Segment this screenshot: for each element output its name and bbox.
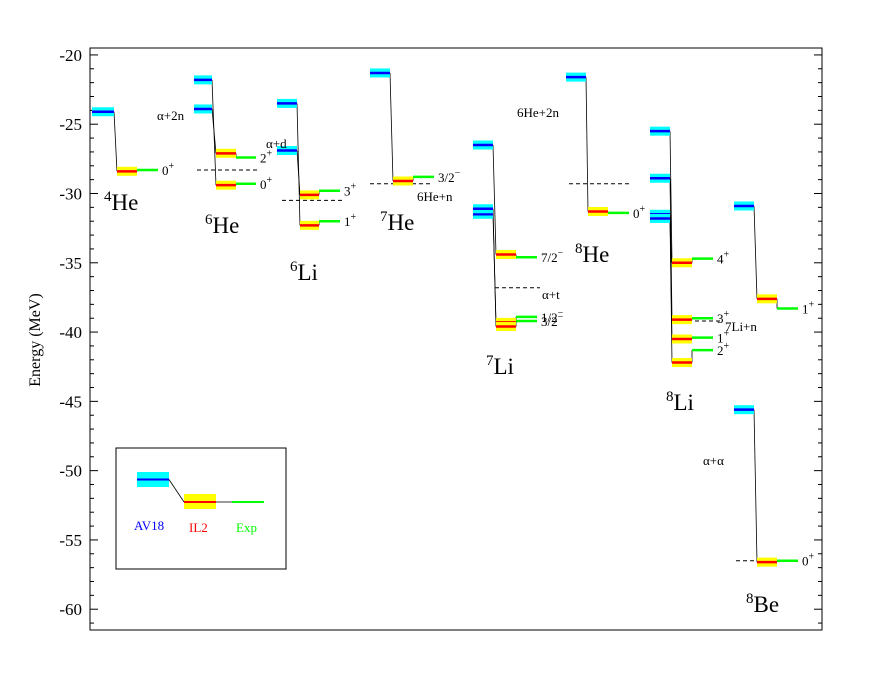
legend-box — [115, 447, 287, 570]
y-tick-label: -20 — [59, 46, 82, 65]
connector-av18-il2 — [492, 208, 497, 327]
y-axis: -20 -25 -30 -35 -40 -45 -50 -55 -60 — [59, 46, 822, 624]
plot-frame — [89, 47, 823, 631]
jp-label: 1+ — [802, 300, 815, 317]
connector-av18-il2 — [113, 111, 118, 172]
nucleus-label: 8Be — [746, 591, 779, 617]
jp-label: 4+ — [717, 250, 730, 267]
threshold-label: 7Li+n — [725, 319, 757, 334]
y-tick-label: -45 — [59, 392, 82, 411]
connector-av18-il2 — [585, 77, 589, 212]
legend-exp-label: Exp — [236, 520, 257, 535]
threshold-label: α+2n — [157, 108, 185, 123]
nucleus-label: 6He — [205, 212, 239, 238]
y-tick-label: -60 — [59, 600, 82, 619]
connector-av18-il2 — [669, 131, 673, 263]
y-tick-label: -55 — [59, 531, 82, 550]
jp-label: 3/2− — [438, 168, 461, 185]
connector-av18-il2 — [669, 218, 673, 363]
jp-label: 7/2− — [541, 248, 564, 265]
y-tick-label: -40 — [59, 323, 82, 342]
threshold-label: α+α — [703, 453, 724, 468]
connector-av18-il2 — [492, 144, 497, 255]
jp-label: 2+ — [717, 341, 730, 358]
nucleus-label: 8He — [575, 241, 609, 267]
jp-label: 1+ — [344, 212, 357, 229]
connector-av18-il2 — [296, 103, 301, 226]
jp-label: 0+ — [802, 552, 815, 569]
jp-label: 0+ — [162, 161, 175, 178]
nucleus-label: 7He — [380, 209, 414, 235]
y-axis-label: Energy (MeV) — [27, 293, 44, 386]
jp-label: 0+ — [260, 175, 273, 192]
nucleus-label: 6Li — [290, 259, 318, 285]
y-tick-label: -50 — [59, 462, 82, 481]
threshold-label: α+d — [266, 136, 287, 151]
jp-label: 0+ — [633, 204, 646, 221]
y-tick-label: -35 — [59, 254, 82, 273]
jp-label: 3/2− — [541, 312, 564, 329]
legend-il2-label: IL2 — [189, 520, 208, 535]
nucleus-label: 8Li — [666, 389, 694, 415]
legend-connector-1 — [168, 479, 185, 503]
connector-av18-il2 — [753, 409, 758, 563]
jp-label: 3+ — [344, 182, 357, 199]
y-tick-label: -30 — [59, 185, 82, 204]
jp-label: 2+ — [260, 148, 273, 165]
legend-av18-label: AV18 — [134, 518, 164, 533]
nucleus-label: 7Li — [486, 353, 514, 379]
legend: AV18 IL2 Exp — [115, 447, 287, 570]
threshold-label: α+t — [542, 287, 560, 302]
connector-av18-il2 — [211, 79, 217, 186]
connector-av18-il2 — [389, 72, 394, 182]
nucleus-label: 4He — [104, 189, 138, 215]
threshold-label: 6He+n — [417, 189, 453, 204]
threshold-label: 6He+2n — [517, 105, 559, 120]
connector-av18-il2 — [753, 205, 758, 299]
y-tick-label: -25 — [59, 115, 82, 134]
